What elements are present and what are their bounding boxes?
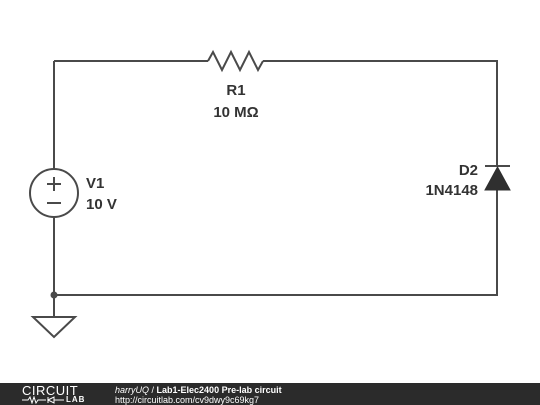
logo-wordmark-bottom: LAB — [66, 395, 86, 404]
logo-circuit-icon — [22, 396, 64, 404]
diode-d2-symbol — [484, 165, 511, 191]
source-ref-label: V1 — [86, 175, 104, 192]
footer-info: harryUQ / Lab1-Elec2400 Pre-lab circuit … — [115, 385, 282, 405]
source-value-label: 10 V — [86, 196, 117, 213]
resistor-r1-symbol — [207, 49, 264, 73]
circuit-url-link[interactable]: http://circuitlab.com/cv9dwy9c69kg7 — [115, 395, 260, 405]
resistor-value-label: 10 MΩ — [213, 104, 258, 121]
circuitlab-logo[interactable]: CIRCUIT LAB — [22, 384, 100, 404]
breadcrumb-separator: / — [149, 385, 157, 395]
resistor-ref-label: R1 — [226, 82, 245, 99]
wire-top-right — [263, 60, 498, 165]
footer-bar: CIRCUIT LAB harryUQ / Lab1-Elec2400 Pre-… — [0, 383, 540, 405]
voltage-source-v1-symbol — [29, 168, 79, 218]
wire-bottom — [54, 190, 498, 296]
diode-ref-label: D2 — [459, 162, 478, 179]
ground-symbol — [30, 295, 78, 339]
author-link[interactable]: harryUQ — [115, 385, 150, 395]
diode-value-label: 1N4148 — [425, 182, 478, 199]
logo-wordmark-top: CIRCUIT — [22, 383, 79, 398]
circuit-title[interactable]: Lab1-Elec2400 Pre-lab circuit — [156, 385, 282, 395]
